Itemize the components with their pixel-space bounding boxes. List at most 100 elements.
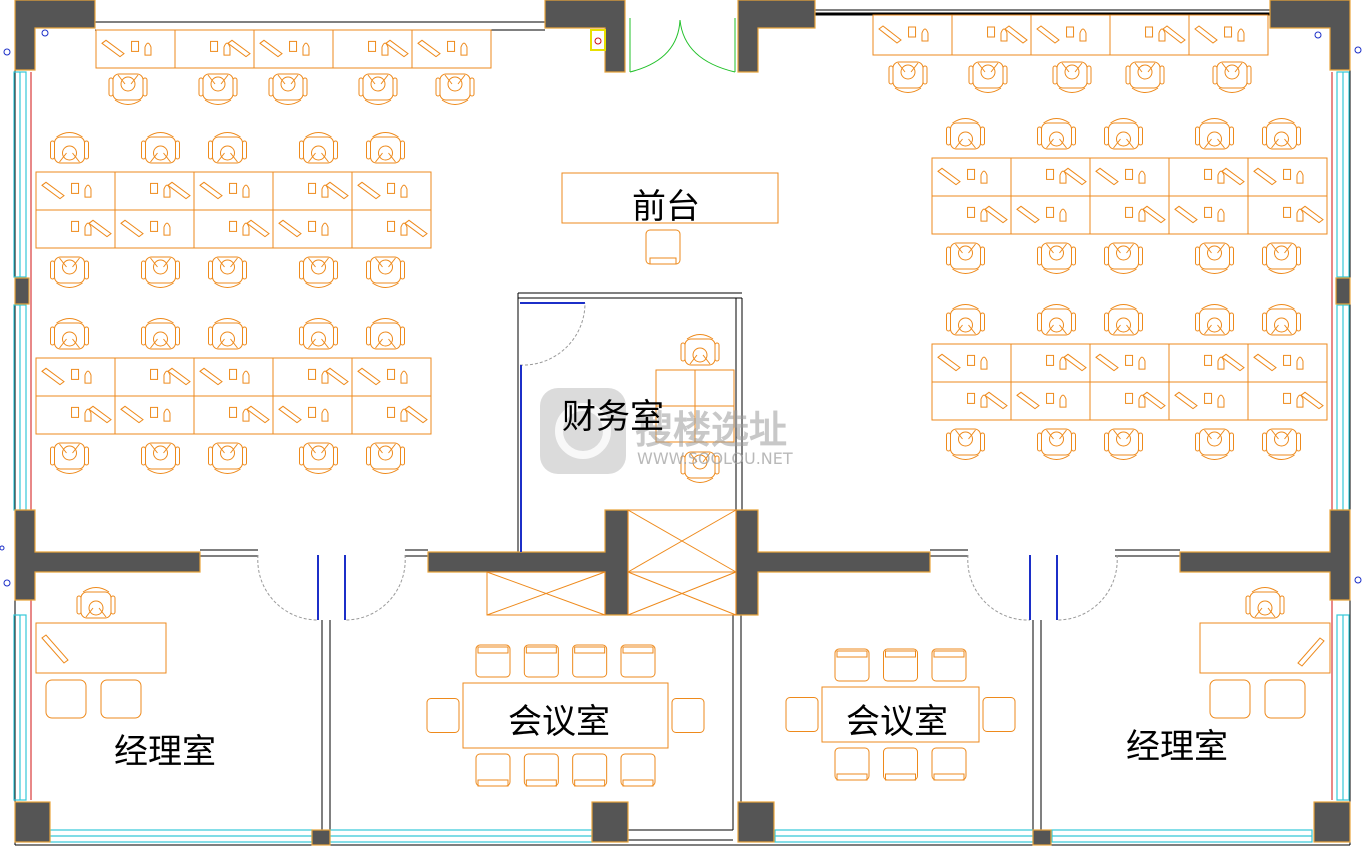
building-structure bbox=[14, 0, 1351, 846]
office-chair bbox=[1104, 428, 1143, 460]
furniture-layer bbox=[35, 14, 1331, 787]
workstation-bank bbox=[35, 318, 432, 474]
desk bbox=[272, 171, 353, 211]
desk bbox=[351, 395, 432, 435]
meeting-left-doors bbox=[257, 554, 406, 621]
watermark: 搜楼选址 WWW.SOOLOU.NET bbox=[540, 388, 793, 474]
entrance-door bbox=[629, 18, 736, 73]
office-chair bbox=[366, 318, 405, 350]
office-chair bbox=[1262, 304, 1301, 336]
room-labels: 前台 财务室 会议室 会议室 经理室 经理室 bbox=[114, 187, 1228, 772]
office-chair bbox=[366, 256, 405, 288]
office-chair bbox=[1195, 242, 1234, 274]
desk bbox=[114, 357, 195, 397]
meeting-right-doors bbox=[967, 554, 1118, 621]
office-chair bbox=[198, 73, 238, 105]
desk bbox=[1010, 157, 1091, 197]
red-wall-lines bbox=[30, 72, 1333, 800]
manager-room-left-label: 经理室 bbox=[114, 732, 216, 772]
office-chair bbox=[268, 73, 308, 105]
office-chair bbox=[680, 451, 720, 483]
manager-desk-right bbox=[1199, 587, 1331, 719]
finance-room-label: 财务室 bbox=[562, 397, 664, 437]
finance-door bbox=[519, 302, 586, 552]
office-chair bbox=[1195, 428, 1234, 460]
office-chair bbox=[208, 442, 247, 474]
desk bbox=[872, 14, 953, 56]
desk bbox=[931, 343, 1012, 383]
office-chair bbox=[1125, 61, 1165, 93]
desk bbox=[1188, 14, 1269, 56]
desk bbox=[174, 29, 255, 69]
desk bbox=[1168, 157, 1249, 197]
workstation-bank bbox=[931, 118, 1328, 274]
office-chair bbox=[1245, 587, 1285, 619]
doors bbox=[257, 18, 1118, 621]
office-chair bbox=[680, 334, 720, 366]
office-chair bbox=[1262, 118, 1301, 150]
desk bbox=[951, 14, 1032, 56]
office-chair bbox=[50, 442, 89, 474]
office-chair bbox=[888, 61, 928, 93]
office-chair bbox=[1104, 118, 1143, 150]
desk bbox=[1247, 195, 1328, 235]
watermark-brand: 搜楼选址 bbox=[635, 408, 787, 452]
desk bbox=[931, 195, 1012, 235]
desk bbox=[1010, 343, 1091, 383]
desk bbox=[1109, 14, 1190, 56]
office-chair bbox=[1037, 428, 1076, 460]
office-chair bbox=[1212, 61, 1252, 93]
office-chair bbox=[141, 442, 180, 474]
desk bbox=[272, 357, 353, 397]
workstation-bank bbox=[931, 304, 1328, 460]
desk bbox=[1010, 195, 1091, 235]
desk bbox=[193, 209, 274, 249]
office-chair bbox=[435, 73, 475, 105]
desk bbox=[114, 209, 195, 249]
office-chair bbox=[1052, 61, 1092, 93]
desk bbox=[253, 29, 334, 69]
manager-room-right-label: 经理室 bbox=[1126, 727, 1228, 767]
desk bbox=[193, 171, 274, 211]
office-chair bbox=[946, 242, 985, 274]
desk bbox=[1247, 157, 1328, 197]
desk bbox=[1030, 14, 1111, 56]
reception-desk bbox=[561, 172, 779, 265]
workstation-bank-top-left bbox=[95, 29, 492, 105]
desk bbox=[332, 29, 413, 69]
meeting-table-left bbox=[426, 644, 705, 787]
desk bbox=[1168, 343, 1249, 383]
desk bbox=[1010, 381, 1091, 421]
finance-workstation bbox=[655, 334, 735, 483]
desk bbox=[351, 357, 432, 397]
desk bbox=[193, 395, 274, 435]
wall-columns bbox=[14, 0, 1351, 846]
desk bbox=[931, 381, 1012, 421]
office-chair bbox=[299, 132, 338, 164]
edge-markers bbox=[0, 29, 1362, 587]
desk bbox=[1247, 381, 1328, 421]
desk bbox=[35, 395, 116, 435]
office-chair bbox=[1104, 242, 1143, 274]
office-chair bbox=[366, 442, 405, 474]
desk bbox=[351, 171, 432, 211]
office-chair bbox=[299, 256, 338, 288]
desk bbox=[35, 171, 116, 211]
desk bbox=[351, 209, 432, 249]
desk bbox=[1089, 343, 1170, 383]
desk bbox=[1089, 381, 1170, 421]
office-chair bbox=[108, 73, 148, 105]
desk bbox=[272, 395, 353, 435]
office-chair bbox=[358, 73, 398, 105]
meeting-table-right bbox=[785, 648, 1016, 781]
office-chair bbox=[141, 132, 180, 164]
office-chair bbox=[1037, 304, 1076, 336]
service-shafts bbox=[486, 509, 737, 616]
workstation-bank-top-right bbox=[872, 14, 1269, 93]
office-chair bbox=[946, 118, 985, 150]
office-chair bbox=[1037, 242, 1076, 274]
desk bbox=[35, 357, 116, 397]
desk bbox=[1089, 195, 1170, 235]
desk bbox=[95, 29, 176, 69]
